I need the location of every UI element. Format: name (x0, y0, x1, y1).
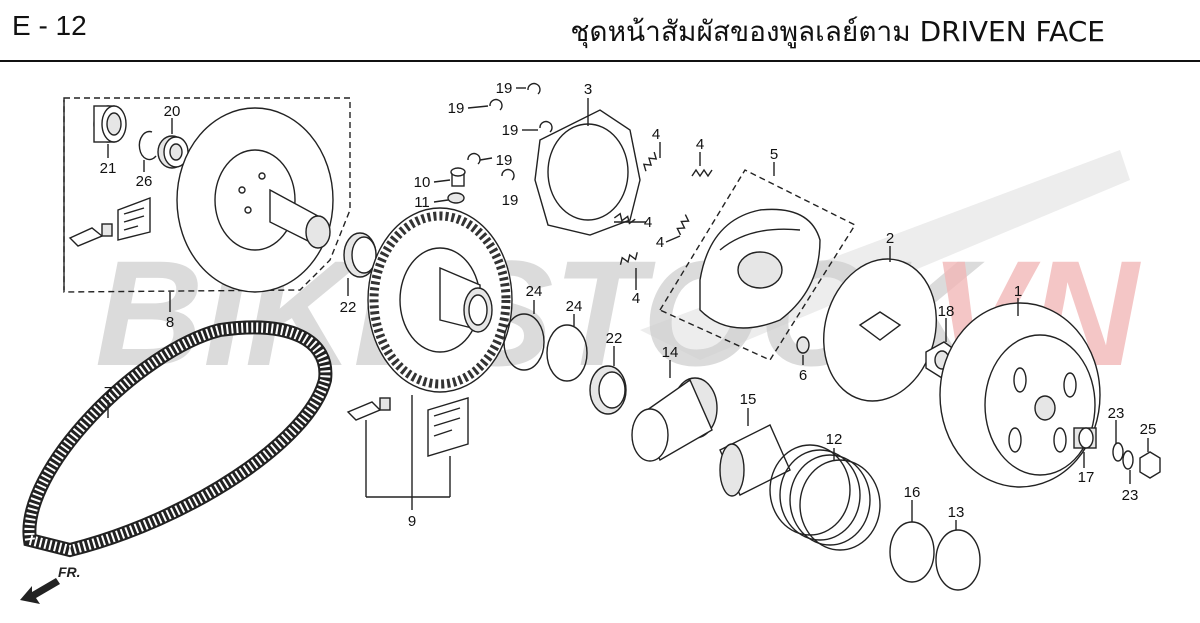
part-label-12: 12 (826, 431, 843, 448)
grease-label-icon (117, 196, 151, 241)
driven-face-pulley[interactable] (176, 107, 334, 293)
part-label-15: 15 (740, 391, 757, 408)
part-label-25: 25 (1140, 421, 1157, 438)
part-label-4a: 4 (652, 126, 660, 143)
drive-plate[interactable] (808, 246, 952, 414)
oil-seal-left[interactable] (343, 232, 377, 278)
guide-pin[interactable] (450, 167, 466, 187)
leader-lines (107, 87, 1149, 530)
part-label-4c: 4 (644, 214, 652, 231)
grease-tube-icon-2 (346, 397, 391, 421)
collar[interactable] (1073, 427, 1097, 449)
part-label-14: 14 (662, 344, 679, 361)
part-label-20: 20 (164, 103, 181, 120)
oil-seal-right[interactable] (589, 365, 627, 415)
part-label-18: 18 (938, 303, 955, 320)
needle-bearing[interactable] (93, 105, 127, 143)
part-label-6: 6 (799, 367, 807, 384)
movable-driven-face[interactable] (367, 207, 513, 393)
spring-collar-ring[interactable] (935, 529, 981, 591)
part-label-13: 13 (948, 504, 965, 521)
part-label-23a: 23 (1108, 405, 1125, 422)
o-ring-1[interactable] (503, 313, 545, 371)
part-number-labels: 1 2 3 4 4 4 4 4 5 6 7 8 9 10 11 12 13 14… (100, 80, 1157, 530)
pin-collar[interactable] (447, 192, 465, 204)
o-ring-2[interactable] (546, 324, 588, 382)
washer[interactable] (796, 336, 810, 354)
part-label-2: 2 (886, 230, 894, 247)
page-code: E - 12 (12, 10, 87, 41)
part-label-21: 21 (100, 160, 117, 177)
washer-a[interactable] (1112, 442, 1124, 462)
drive-belt[interactable] (22, 320, 333, 558)
part-label-19d: 19 (496, 152, 513, 169)
part-label-17: 17 (1078, 469, 1095, 486)
seal-collar[interactable] (719, 424, 791, 497)
part-label-24a: 24 (526, 283, 543, 300)
spring-seat-ring[interactable] (889, 521, 935, 583)
clips[interactable] (467, 82, 553, 181)
part-label-22b: 22 (606, 330, 623, 347)
title-divider (0, 60, 1200, 62)
part-label-4b: 4 (696, 136, 704, 153)
circlip[interactable] (138, 130, 157, 161)
flange-nut[interactable] (1139, 451, 1161, 479)
part-label-16: 16 (904, 484, 921, 501)
part-label-19e: 19 (502, 192, 519, 209)
part-label-19b: 19 (448, 100, 465, 117)
part-label-4e: 4 (632, 290, 640, 307)
clutch-weight-assembly[interactable] (658, 169, 857, 361)
guide-collar[interactable] (631, 377, 718, 462)
driven-face-spring[interactable] (769, 444, 881, 551)
part-label-5: 5 (770, 146, 778, 163)
part-9-bracket (365, 395, 451, 510)
part-label-8: 8 (166, 314, 174, 331)
page-title: ชุดหน้าสัมผัสของพูลเลย์ตาม DRIVEN FACE (570, 15, 1105, 48)
part-label-23b: 23 (1122, 487, 1139, 504)
gasket[interactable] (534, 109, 641, 236)
part-label-3: 3 (584, 81, 592, 98)
part-label-19a: 19 (496, 80, 513, 97)
front-direction-label: FR. (58, 564, 81, 580)
part-label-26: 26 (136, 173, 153, 190)
part-label-10: 10 (414, 174, 431, 191)
clutch-outer-drum[interactable] (939, 302, 1101, 488)
part-label-22a: 22 (340, 299, 357, 316)
part-8-assembly-box (63, 97, 351, 312)
grease-label-icon-2 (427, 397, 469, 457)
part-label-9: 9 (408, 513, 416, 530)
part-label-19c: 19 (502, 122, 519, 139)
part-label-24b: 24 (566, 298, 583, 315)
part-label-4d: 4 (656, 234, 664, 251)
clutch-springs[interactable] (613, 151, 713, 265)
grease-tube-icon (68, 223, 113, 247)
part-label-1: 1 (1014, 283, 1022, 300)
part-label-7: 7 (104, 384, 112, 401)
washer-b[interactable] (1122, 450, 1134, 470)
part-label-11: 11 (414, 194, 430, 211)
front-direction-arrow-icon: FR. (20, 564, 81, 604)
